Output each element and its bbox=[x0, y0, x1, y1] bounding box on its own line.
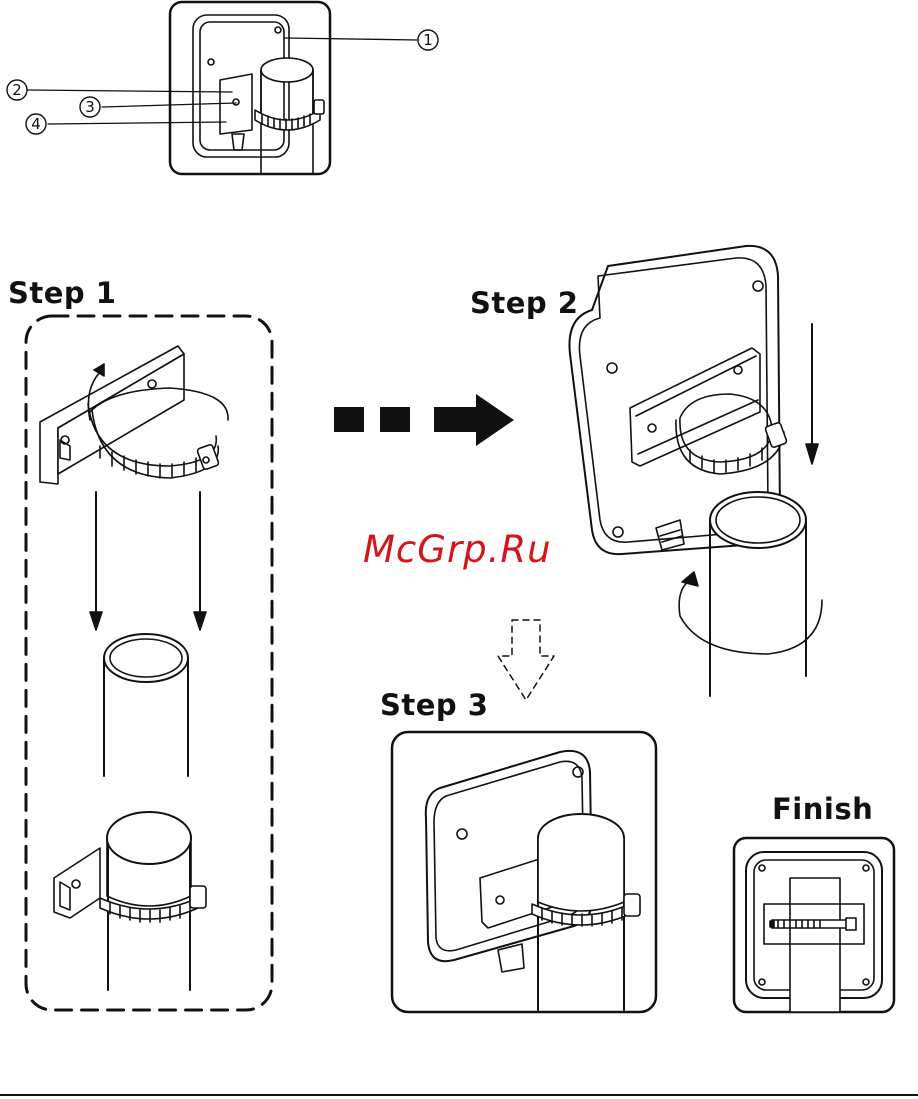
step1-panel bbox=[26, 316, 272, 1010]
down-dashed-arrow bbox=[498, 620, 554, 700]
step2-label: Step 2 bbox=[470, 286, 578, 320]
step1-label: Step 1 bbox=[8, 276, 116, 310]
overview-inset: 1 2 3 4 bbox=[7, 2, 438, 174]
footer-rule bbox=[0, 1094, 918, 1096]
step2-device bbox=[569, 246, 822, 696]
watermark-text: McGrp.Ru bbox=[363, 528, 552, 571]
callout-2: 2 bbox=[12, 81, 22, 99]
callout-1: 1 bbox=[423, 31, 433, 49]
step3-label: Step 3 bbox=[380, 688, 488, 722]
callout-4: 4 bbox=[31, 115, 41, 133]
step3-panel bbox=[392, 732, 656, 1012]
finish-panel bbox=[734, 838, 894, 1012]
transition-arrow bbox=[334, 394, 514, 446]
finish-label: Finish bbox=[772, 792, 873, 826]
callout-3: 3 bbox=[85, 98, 95, 116]
